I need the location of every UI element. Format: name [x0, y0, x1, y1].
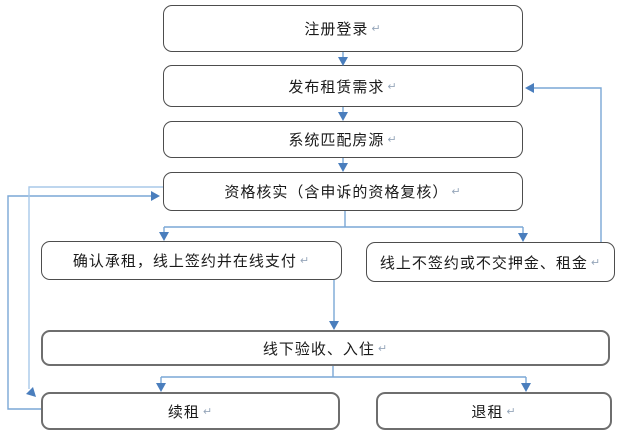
node-label: 确认承租，线上签约并在线支付 — [72, 254, 297, 270]
paragraph-mark-icon: ↵ — [451, 185, 462, 198]
node-confirm-rent-sign-pay: 确认承租，线上签约并在线支付↵ — [41, 241, 342, 280]
node-terminate-lease: 退租↵ — [376, 392, 612, 430]
paragraph-mark-icon: ↵ — [387, 133, 398, 146]
paragraph-mark-icon: ↵ — [590, 255, 602, 269]
node-label: 资格核实（含申诉的资格复核） — [224, 185, 449, 201]
edge-nosign-publish — [533, 87, 602, 242]
arrowhead-down-icon — [521, 383, 531, 392]
node-label: 发布租赁需求 — [288, 79, 385, 96]
arrowhead-right-icon — [151, 191, 160, 201]
node-label: 续租 — [167, 404, 200, 421]
arrowhead-down-icon — [338, 112, 348, 121]
paragraph-mark-icon: ↵ — [387, 79, 398, 93]
arrowhead-left-icon — [525, 83, 534, 93]
arrowhead-down-icon — [159, 232, 169, 241]
node-label: 系统匹配房源 — [288, 133, 385, 149]
arrowhead-down-icon — [338, 163, 348, 172]
node-renew-lease: 续租↵ — [41, 392, 340, 430]
node-no-sign-no-deposit: 线上不签约或不交押金、租金↵ — [366, 242, 615, 282]
edge-verify-branch — [163, 211, 524, 234]
node-label: 线下验收、入住 — [262, 341, 375, 358]
node-label: 注册登录 — [304, 22, 369, 38]
arrowhead-down-icon — [156, 383, 166, 392]
arrowhead-down-icon — [329, 321, 339, 330]
edge-checkin-branch — [160, 366, 527, 384]
node-register-login: 注册登录↵ — [163, 5, 523, 52]
node-label: 退租 — [471, 404, 504, 421]
arrowhead-diagonal-icon — [26, 387, 36, 397]
node-qualification-check: 资格核实（含申诉的资格复核）↵ — [163, 172, 523, 211]
paragraph-mark-icon: ↵ — [506, 404, 517, 418]
paragraph-mark-icon: ↵ — [371, 22, 382, 35]
paragraph-mark-icon: ↵ — [377, 341, 389, 355]
arrowhead-down-icon — [518, 233, 528, 242]
node-offline-checkin: 线下验收、入住↵ — [41, 330, 610, 366]
edge-renew-verify — [7, 195, 152, 410]
paragraph-mark-icon: ↵ — [299, 254, 311, 267]
node-publish-demand: 发布租赁需求↵ — [163, 65, 523, 107]
paragraph-mark-icon: ↵ — [202, 404, 214, 418]
node-system-match: 系统匹配房源↵ — [163, 121, 523, 158]
node-label: 线上不签约或不交押金、租金 — [379, 255, 588, 272]
